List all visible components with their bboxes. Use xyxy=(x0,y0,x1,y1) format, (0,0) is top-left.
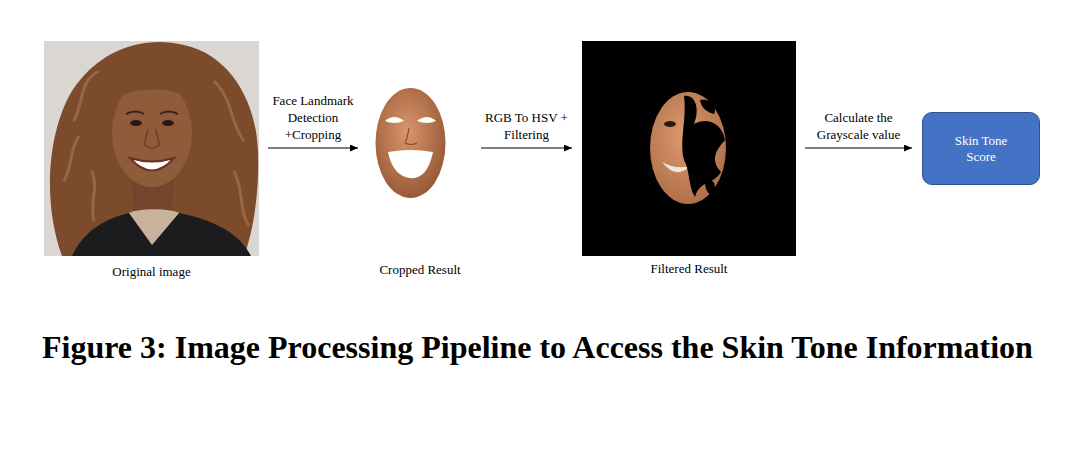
hair xyxy=(50,42,258,256)
filtered-patch xyxy=(682,96,725,197)
edge-label: RGB To HSV + Filtering xyxy=(478,109,575,143)
panel-label: Original image xyxy=(44,264,259,280)
eye-hole xyxy=(417,117,436,123)
skin-region xyxy=(650,92,726,204)
sweater xyxy=(129,209,179,245)
photo-background xyxy=(44,41,259,256)
eye-hole xyxy=(385,117,404,123)
original-photo xyxy=(44,41,259,256)
flow-arrow xyxy=(805,147,912,148)
face-oval xyxy=(376,88,446,198)
eye xyxy=(664,121,676,127)
filtered-image xyxy=(582,41,796,256)
nose-shade xyxy=(405,128,417,145)
image-panel: Cropped Result xyxy=(368,88,472,278)
mouth-hole xyxy=(388,150,433,178)
filtered-patch xyxy=(700,100,715,114)
panel-label: Filtered Result xyxy=(582,261,796,277)
process-box: Skin Tone Score xyxy=(922,112,1040,185)
image-panel: Original image xyxy=(44,41,259,280)
hairline xyxy=(110,76,196,103)
black-background xyxy=(582,41,796,256)
eyebrows xyxy=(126,112,178,115)
edge-label: Calculate the Grayscale value xyxy=(802,109,915,143)
image-panel: Filtered Result xyxy=(582,41,796,277)
flow-arrow xyxy=(268,147,358,148)
nose xyxy=(144,129,160,148)
edge-label: Face Landmark Detection +Cropping xyxy=(265,92,361,143)
panel-label: Cropped Result xyxy=(368,262,472,278)
cropped-face xyxy=(376,88,446,198)
eye xyxy=(162,120,174,126)
face xyxy=(112,79,192,187)
flow-arrow xyxy=(481,147,572,148)
box-label: Skin Tone Score xyxy=(943,133,1019,165)
figure-caption: Figure 3: Image Processing Pipeline to A… xyxy=(42,326,1052,368)
smile xyxy=(130,158,174,171)
filtered-patch xyxy=(705,180,715,196)
eye xyxy=(130,120,142,126)
